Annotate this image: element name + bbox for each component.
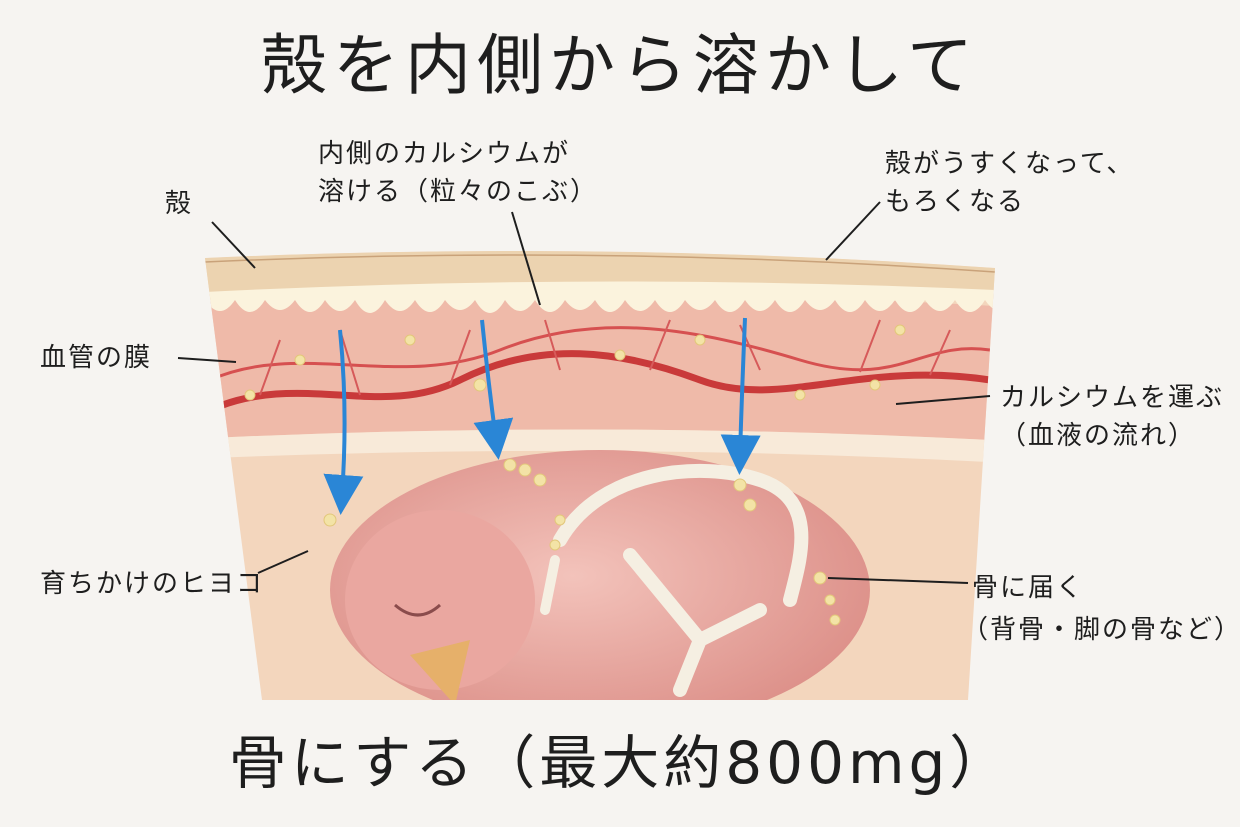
page-title: 殻を内側から溶かして	[260, 27, 980, 104]
label-shell: 殻	[165, 189, 194, 219]
label-reach-bone-line2: （背骨・脚の骨など）	[962, 615, 1240, 645]
footer-caption: 骨にする（最大約800mg）	[228, 729, 1012, 797]
chick-spine	[553, 463, 809, 607]
label-carry-line2: （血液の流れ）	[1000, 421, 1197, 451]
chick-leg-bone	[623, 548, 767, 697]
chick-eye	[394, 603, 442, 617]
main-blood-vessel	[208, 350, 991, 414]
label-chick: 育ちかけのヒヨコ	[40, 569, 265, 599]
label-carry-line1: カルシウムを運ぶ	[1000, 383, 1225, 413]
chick-beak	[410, 640, 470, 700]
vessel-membrane	[205, 293, 995, 440]
label-membrane: 血管の膜	[40, 343, 153, 373]
label-shell-thin-line2: もろくなる	[885, 187, 1026, 217]
chick-head	[345, 510, 535, 690]
calcium-bumps	[205, 281, 995, 313]
calcium-flow-arrows	[323, 317, 761, 515]
label-shell-thin-line1: 殻がうすくなって、	[885, 149, 1135, 179]
label-calcium-dissolve-line1: 内側のカルシウムが	[318, 139, 571, 169]
label-calcium-dissolve-line2: 溶ける（粒々のこぶ）	[318, 177, 599, 207]
leader-lines	[177, 201, 991, 584]
label-reach-bone-line1: 骨に届く	[972, 573, 1085, 603]
calcium-granules	[244, 324, 906, 626]
